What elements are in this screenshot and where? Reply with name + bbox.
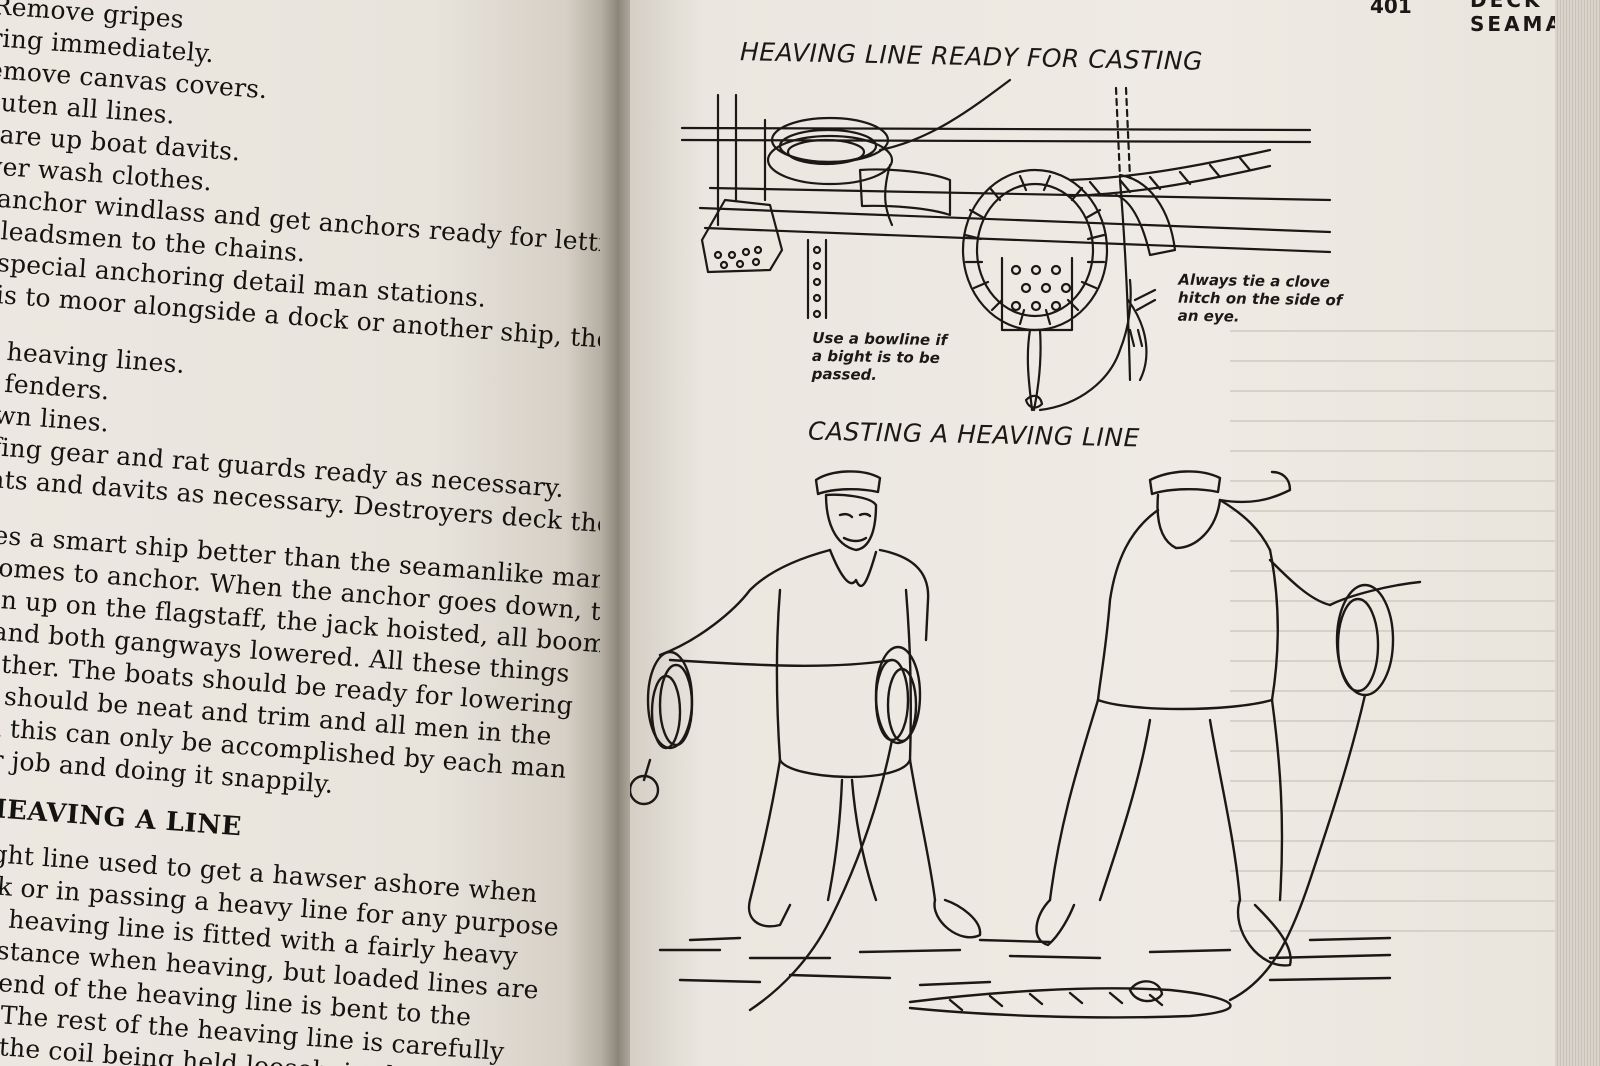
left-page: Remove gripes ring immediately. emove ca… (0, 0, 615, 1066)
running-head: DECK SEAMANSHIP (1470, 0, 1560, 36)
left-page-text: Remove gripes ring immediately. emove ca… (0, 0, 615, 1066)
page-edges (1555, 0, 1600, 1066)
faded-text-area (1230, 330, 1560, 960)
right-page: DECK SEAMANSHIP 401 HEAVING LINE READY F… (630, 0, 1560, 1066)
page-number: 401 (1370, 0, 1412, 18)
heaving-line-ready-illustration (680, 78, 1332, 412)
casting-heaving-line-illustration (630, 470, 1422, 1019)
